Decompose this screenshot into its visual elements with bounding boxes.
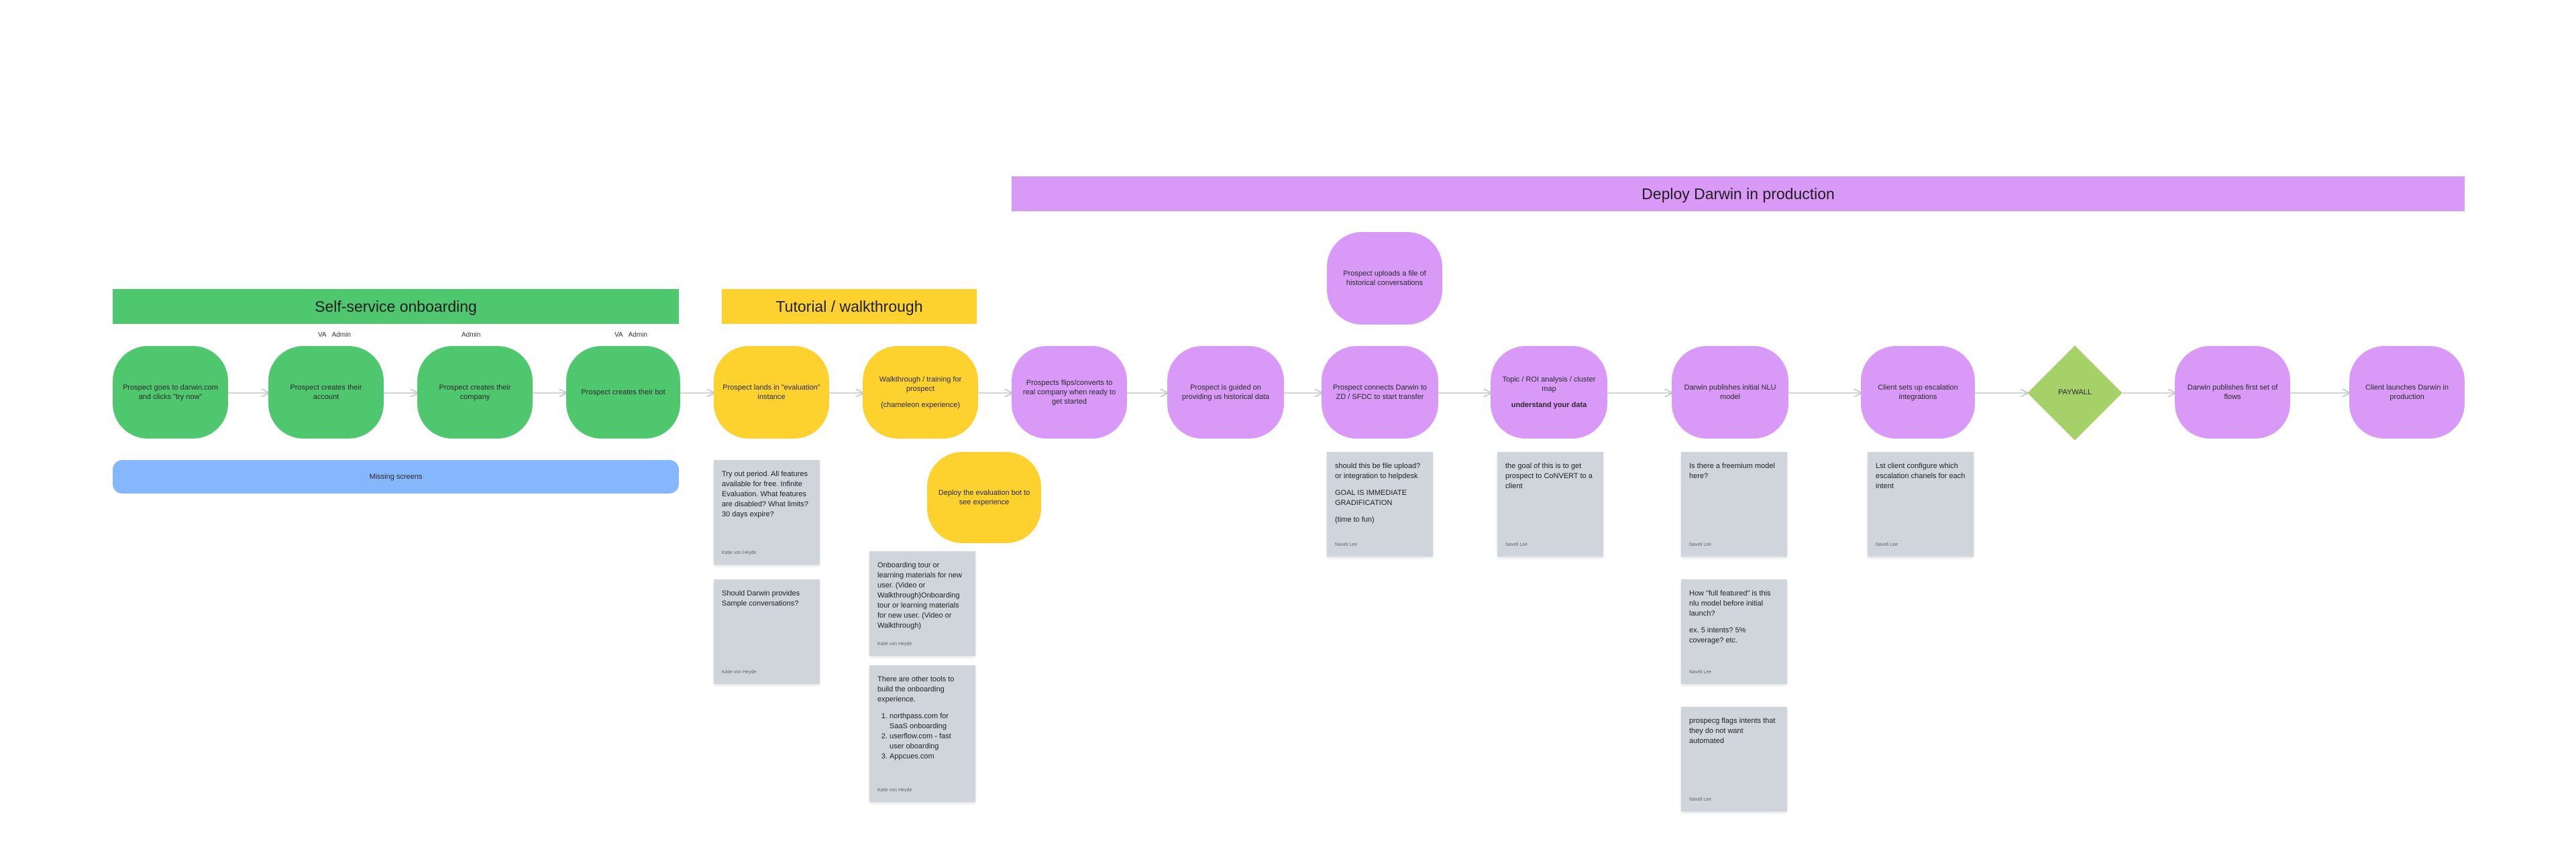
note-text: ex. 5 intents? 5% coverage? etc. — [1689, 626, 1746, 644]
step-connect-helpdesk: Prospect connects Darwin to ZD / SFDC to… — [1322, 346, 1438, 439]
role-tags-bot: VA Admin — [612, 331, 650, 339]
note-author: Naveli Lee — [1689, 670, 1712, 675]
note-author: Naveli Lee — [1876, 543, 1898, 547]
banner-self-service-onboarding: Self-service onboarding — [113, 289, 679, 324]
step-text-bold: understand your data — [1511, 401, 1587, 409]
sticky-note: Should Darwin provides Sample conversati… — [714, 579, 820, 684]
sticky-note: There are other tools to build the onboa… — [869, 665, 975, 802]
note-text: should this be file upload? or integrati… — [1335, 462, 1421, 480]
step-create-bot: Prospect creates their bot — [566, 346, 680, 439]
note-text: prospecg flags intents that they do not … — [1689, 717, 1776, 745]
note-text: Should Darwin provides Sample conversati… — [722, 589, 800, 608]
step-create-company: Prospect creates their company — [417, 346, 533, 439]
note-author: Katie von Heyde — [722, 670, 757, 675]
role-tags-company: Admin — [459, 331, 483, 339]
step-text: Walkthrough / training for prospect — [879, 376, 962, 393]
note-list-item: userflow.com - fast user oboarding — [890, 732, 967, 752]
step-text: Topic / ROI analysis / cluster map — [1502, 376, 1596, 393]
missing-screens-bar: Missing screens — [113, 460, 679, 494]
sticky-note: Is there a freemium model here? Naveli L… — [1681, 452, 1787, 557]
role-tag: VA — [614, 331, 623, 339]
note-author: Naveli Lee — [1689, 543, 1712, 547]
role-tag: Admin — [331, 331, 351, 339]
sticky-note: should this be file upload? or integrati… — [1327, 452, 1433, 557]
role-tag: Admin — [462, 331, 481, 339]
step-publish-nlu-model: Darwin publishes initial NLU model — [1672, 346, 1788, 439]
role-tag: VA — [318, 331, 327, 339]
step-upload-conversations: Prospect uploads a file of historical co… — [1327, 232, 1442, 325]
note-text: Onboarding tour or learning materials fo… — [877, 561, 962, 630]
step-deploy-evaluation-bot: Deploy the evaluation bot to see experie… — [927, 452, 1041, 543]
step-create-account: Prospect creates their account — [268, 346, 384, 439]
step-topic-roi-analysis: Topic / ROI analysis / cluster map under… — [1491, 346, 1607, 439]
step-walkthrough-training: Walkthrough / training for prospect (cha… — [863, 346, 978, 439]
sticky-note: Lst client configure which escalation ch… — [1868, 452, 1974, 557]
note-author: Naveli Lee — [1689, 797, 1712, 802]
note-text: GOAL IS IMMEDIATE GRADIFICATION — [1335, 489, 1407, 507]
banner-deploy-production: Deploy Darwin in production — [1012, 176, 2465, 211]
banner-tutorial-walkthrough: Tutorial / walkthrough — [722, 289, 977, 324]
step-text-secondary: (chameleon experience) — [880, 401, 960, 409]
note-text: Try out period. All features available f… — [722, 470, 809, 518]
step-publish-flows: Darwin publishes first set of flows — [2175, 346, 2290, 439]
sticky-note: How "full featured" is this nlu model be… — [1681, 579, 1787, 684]
step-launch-production: Client launches Darwin in production — [2349, 346, 2465, 439]
note-author: Katie von Heyde — [722, 551, 757, 555]
step-visit-darwin: Prospect goes to darwin.com and clicks "… — [113, 346, 228, 439]
role-tag: Admin — [628, 331, 647, 339]
note-list-item: northpass.com for SaaS onboarding — [890, 712, 967, 732]
note-text: the goal of this is to get prospect to C… — [1505, 462, 1593, 490]
sticky-note: Try out period. All features available f… — [714, 460, 820, 565]
note-author: Naveli Lee — [1335, 543, 1358, 547]
note-text: Lst client configure which escalation ch… — [1876, 462, 1966, 490]
step-escalation-integrations: Client sets up escalation integrations — [1861, 346, 1975, 439]
note-text: (time to fun) — [1335, 516, 1375, 524]
sticky-note: Onboarding tour or learning materials fo… — [869, 551, 975, 656]
step-evaluation-instance: Prospect lands in "evaluation" instance — [714, 346, 829, 439]
sticky-note: the goal of this is to get prospect to C… — [1497, 452, 1603, 557]
sticky-note: prospecg flags intents that they do not … — [1681, 707, 1787, 811]
role-tags-account: VA Admin — [315, 331, 354, 339]
note-author: Katie von Heyde — [877, 642, 912, 646]
step-convert-company: Prospects flips/converts to real company… — [1012, 346, 1127, 439]
note-text: Is there a freemium model here? — [1689, 462, 1775, 480]
note-text: How "full featured" is this nlu model be… — [1689, 589, 1771, 618]
paywall-label: PAYWALL — [2058, 388, 2092, 396]
step-guided-historical-data: Prospect is guided on providing us histo… — [1167, 346, 1284, 439]
note-author: Katie von Heyde — [877, 788, 912, 793]
note-text: There are other tools to build the onboa… — [877, 675, 955, 703]
note-author: Naveli Lee — [1505, 543, 1528, 547]
note-list: northpass.com for SaaS onboarding userfl… — [877, 712, 967, 762]
note-list-item: Appcues.com — [890, 752, 967, 762]
